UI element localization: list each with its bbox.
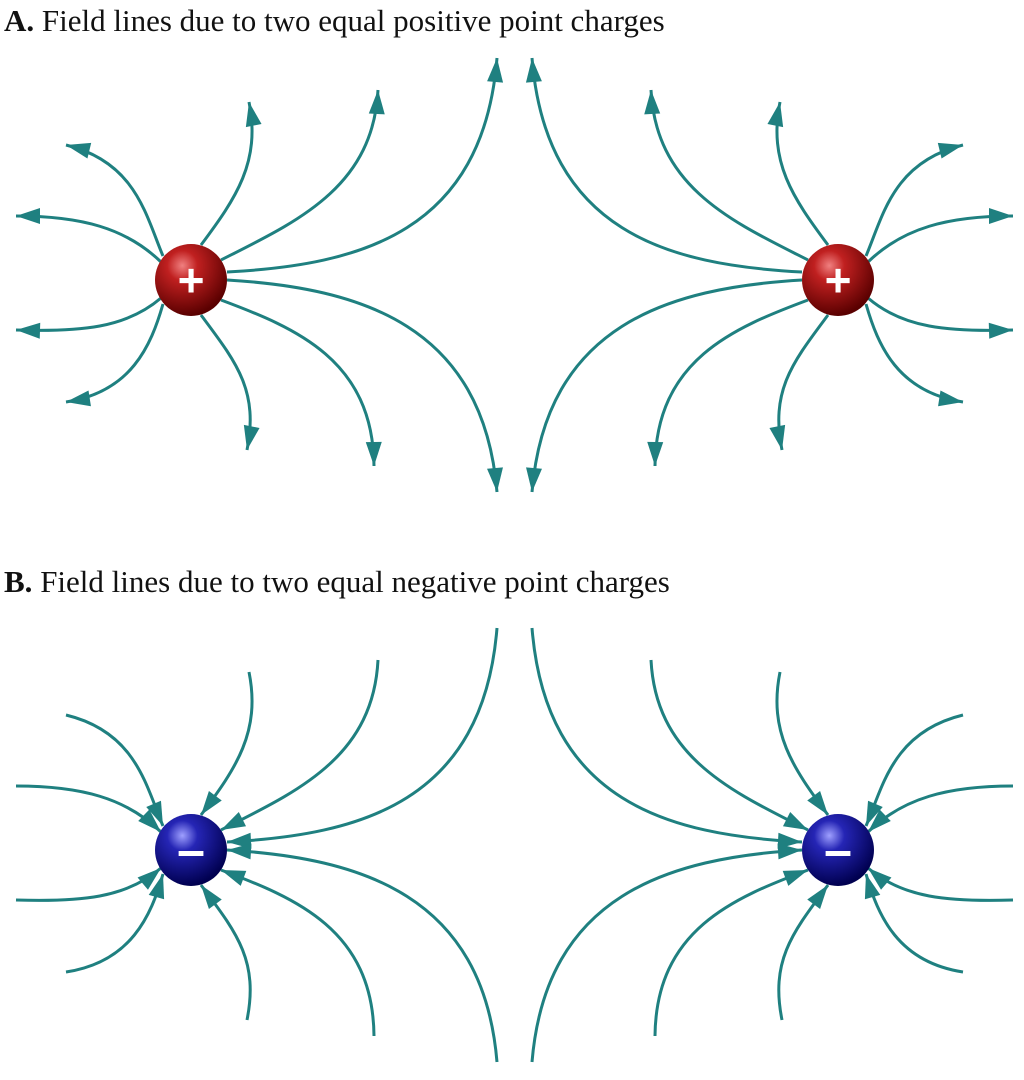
panel-b-charge-left [155,814,227,886]
panel-a-field-arrow [938,390,963,407]
panel-a-field-arrow [365,441,382,466]
panel-a-field-arrow [66,390,91,407]
panel-a-field-line [653,298,809,467]
panel-b-field-arrow [868,809,891,832]
panel-b-field-arrow [868,868,892,890]
panel-a-charge-sign: + [825,254,852,306]
panel-a-field-arrow [245,102,262,128]
panel-a-diagram: ++ [15,57,1014,493]
panel-b-field-line [530,627,803,844]
panel-a-field-line [65,143,165,257]
panel-a-letter: A. [4,3,35,38]
panel-b-field-line [226,848,499,1063]
panel-a-field-arrow [66,142,92,159]
panel-a-charge-sign: + [178,254,205,306]
panel-a-field-arrow [368,90,385,115]
panel-b-field-line [866,784,1014,834]
panel-b-field-arrow [807,790,828,815]
panel-b-field-arrow [777,832,802,849]
panel-a-field-arrow [487,58,504,83]
panel-b-field-arrow [782,870,808,886]
panel-a-field-line [226,278,499,493]
panel-b-field-arrow [201,790,222,815]
panel-a-field-arrow [937,142,963,159]
panel-a-field-line [220,89,380,262]
panel-a-field-arrow [769,424,786,450]
panel-b-caption-text: Field lines due to two equal negative po… [32,564,670,599]
panel-b-field-arrow [782,812,808,830]
panel-a-field-arrow [647,441,664,466]
panel-b-field-line [15,784,163,834]
panel-b-field-arrow [777,843,802,860]
panel-a-field-arrow [525,58,542,83]
panel-a-field-arrow [644,90,661,115]
panel-a-caption: A. Field lines due to two equal positive… [4,5,665,36]
panel-a-field-arrow [487,467,503,492]
panel-b-field-line [226,627,499,844]
panel-b-field-line [867,866,1014,902]
panel-a-field-line [199,101,254,246]
panel-b-field-line [653,868,809,1037]
panel-a-field-arrow [526,467,542,492]
panel-b-field-arrow [148,874,165,900]
panel-a-field-line [530,278,803,493]
panel-b-letter: B. [4,564,33,599]
panel-a-field-arrow [243,424,260,450]
panel-a-field-arrow [16,322,41,339]
panel-b-field-line [649,659,809,832]
panel-a-field-line [864,143,964,257]
panel-a-charge-left [155,244,227,316]
panel-a-charge-right [802,244,874,316]
panel-b-diagram: –– [15,627,1014,1063]
panel-a-field-line [864,303,964,404]
panel-a-field-line [530,57,803,274]
panel-b-field-arrow [807,885,828,910]
panel-a-caption-text: Field lines due to two equal positive po… [34,3,665,38]
panel-a-field-line [777,314,830,451]
panel-b-field-arrow [864,874,881,900]
panel-b-caption: B. Field lines due to two equal negative… [4,566,670,597]
panel-b-field-arrow [866,800,883,826]
panel-a-field-line [649,89,809,262]
panel-a-field-line [775,101,830,246]
panel-a-field-arrow [16,208,40,224]
panel-b-field-arrow [227,843,252,860]
panel-b-field-arrow [221,870,247,886]
panel-b-field-arrow [137,868,161,890]
panel-a-field-arrow [989,208,1013,224]
panel-a-field-arrow [988,322,1013,339]
panel-b-field-line [530,848,803,1063]
panel-b-field-arrow [146,800,163,826]
panel-a-field-arrow [767,102,784,128]
panel-b-field-arrow [227,832,252,849]
panel-b-field-line [220,659,380,832]
panel-b-field-line [15,866,162,902]
panel-b-field-arrow [138,809,161,832]
panel-b-field-arrow [201,885,222,910]
panel-a-field-line [220,298,376,467]
panel-a-field-line [65,303,165,404]
panel-b-charge-sign: – [177,822,205,878]
panel-a-field-line [226,57,499,274]
panel-a-field-line [199,314,252,451]
panel-b-field-line [220,868,376,1037]
panel-b-field-arrow [221,812,247,830]
panel-b-charge-sign: – [824,822,852,878]
panel-b-charge-right [802,814,874,886]
